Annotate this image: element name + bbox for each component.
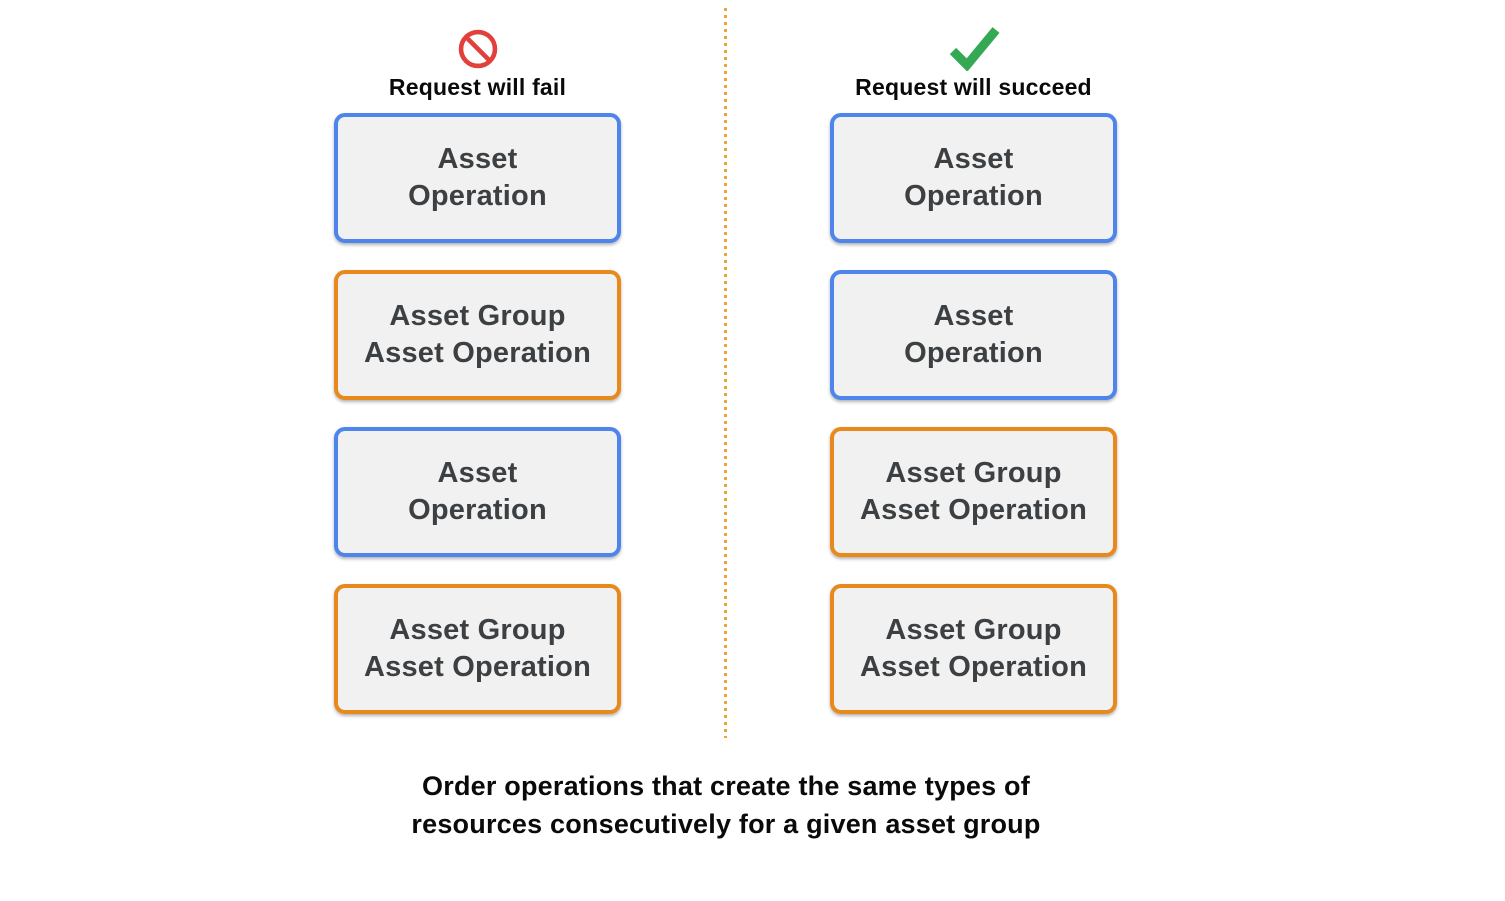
fail-title: Request will fail [388,74,567,100]
box-label-line: Asset Operation [364,337,591,369]
box-label-line: Asset Operation [860,651,1087,683]
caption-line: resources consecutively for a given asse… [411,808,1041,839]
box-label-line: Asset [933,300,1014,333]
box-label-line: Asset Group [389,300,566,333]
box-label-line: Asset [933,143,1014,176]
box-label-line: Asset Operation [364,651,591,683]
box-label-line: Asset Group [885,457,1062,490]
box-label-line: Asset Group [885,614,1062,647]
box-label-line: Operation [904,180,1043,212]
box-label-line: Asset Operation [860,494,1087,526]
prohibited-icon [456,23,500,71]
box-label-line: Asset [437,457,518,490]
fail-header: Request will fail [334,18,621,113]
checkmark-icon [946,23,1002,71]
box-label-line: Operation [408,180,547,212]
box-label-line: Asset Group [389,614,566,647]
succeed-title: Request will succeed [855,74,1092,100]
succeed-header: Request will succeed [830,18,1117,113]
box-label-line: Operation [904,337,1043,369]
caption: Order operations that create the same ty… [0,768,1452,844]
dotted-divider [724,8,727,738]
caption-line: Order operations that create the same ty… [422,771,1030,801]
box-label-line: Asset [437,143,518,176]
box-label-line: Operation [408,494,547,526]
